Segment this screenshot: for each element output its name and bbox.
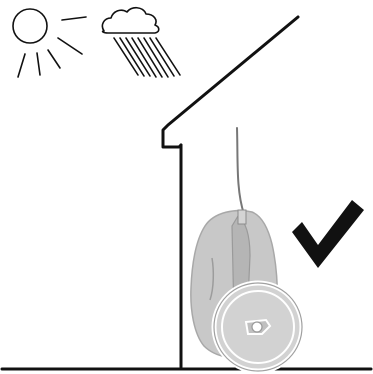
sun-icon <box>13 9 86 77</box>
rain-cloud-icon <box>102 8 180 77</box>
storage-device-icon <box>191 128 302 371</box>
checkmark-icon <box>292 200 364 268</box>
house-roof-icon <box>163 17 298 147</box>
